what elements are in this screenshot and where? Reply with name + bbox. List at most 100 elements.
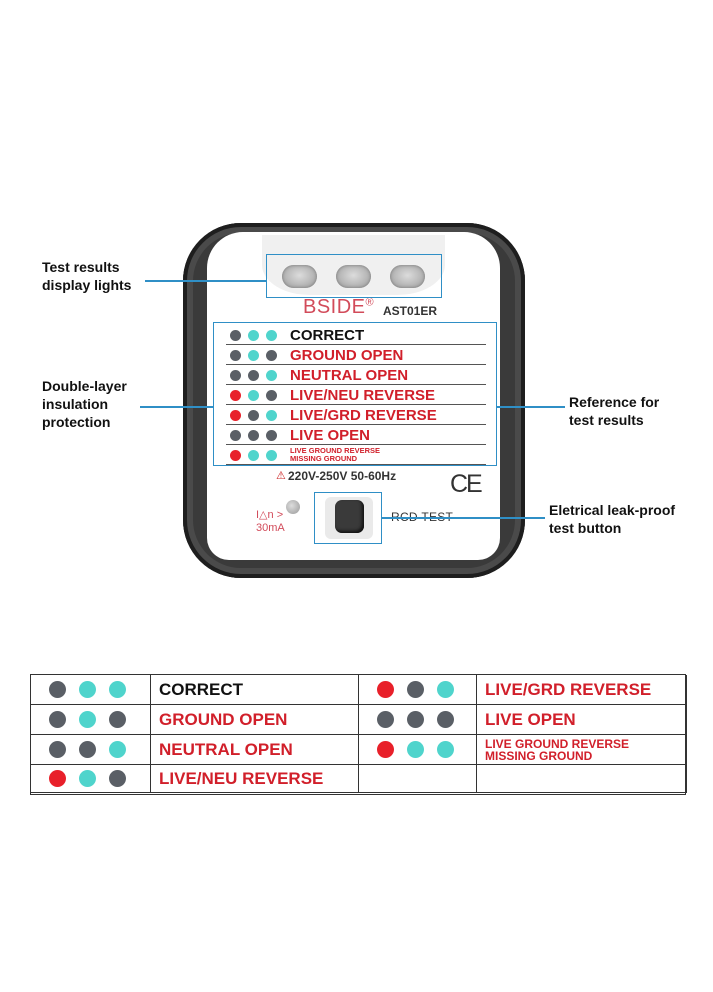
legend-label-cell: CORRECT [151, 675, 359, 705]
status-dot-red [230, 450, 241, 461]
device-row: LIVE GROUND REVERSE MISSING GROUND [226, 446, 486, 465]
callout-line-insulation [140, 406, 213, 408]
rcd-indicator-lamp [286, 500, 300, 514]
status-dot-gray [79, 741, 96, 758]
status-dot-cyan [248, 350, 259, 361]
callout-line-lights [145, 280, 266, 282]
indicator-lamp-2 [336, 265, 371, 288]
callout-box-test-button [314, 492, 382, 544]
rcd-test-button[interactable] [335, 500, 364, 533]
status-dot-gray [407, 681, 424, 698]
status-dot-cyan [266, 370, 277, 381]
legend-dots-cell [359, 705, 477, 735]
legend-label: LIVE/NEU REVERSE [159, 769, 324, 788]
legend-label: LIVE/GRD REVERSE [485, 680, 652, 699]
status-dot-cyan [248, 390, 259, 401]
callout-line-reference [497, 406, 565, 408]
legend-label: LIVE GROUND REVERSE MISSING GROUND [485, 737, 630, 763]
status-dot-gray [109, 770, 126, 787]
status-dot-gray [248, 410, 259, 421]
status-dot-cyan [437, 681, 454, 698]
status-dot-red [230, 390, 241, 401]
legend-dots-cell [359, 735, 477, 765]
legend-label-cell: LIVE/NEU REVERSE [151, 765, 359, 793]
device-row: LIVE/GRD REVERSE [226, 406, 486, 425]
callout-box-lights [266, 254, 442, 298]
device-row-label: GROUND OPEN [290, 347, 404, 364]
legend-dots-cell [359, 765, 477, 793]
legend-label: CORRECT [159, 680, 244, 699]
callout-test-button: Eletrical leak-proof test button [549, 502, 676, 536]
status-dot-gray [230, 350, 241, 361]
callout-display-lights: Test results display lights [42, 259, 132, 293]
legend-table: CORRECT GROUND OPEN NEUTRAL OPEN LIVE/NEU R… [30, 674, 687, 795]
legend-dots-cell [31, 765, 151, 793]
legend-label-cell [477, 765, 687, 793]
device-row: CORRECT [226, 326, 486, 345]
status-dot-cyan [109, 681, 126, 698]
voltage-rating: 220V-250V 50-60Hz [288, 469, 397, 483]
status-dot-cyan [79, 681, 96, 698]
warning-icon: ⚠ [276, 470, 286, 482]
callout-reference: Reference for test results [569, 394, 660, 428]
status-dot-gray [266, 390, 277, 401]
legend-label-cell: LIVE/GRD REVERSE [477, 675, 687, 705]
status-dot-cyan [79, 711, 96, 728]
device-row-label: LIVE/NEU REVERSE [290, 387, 436, 404]
legend-label-cell: LIVE OPEN [477, 705, 687, 735]
status-dot-gray [248, 370, 259, 381]
status-dot-gray [266, 430, 277, 441]
status-dot-cyan [266, 330, 277, 341]
device-row: LIVE OPEN [226, 426, 486, 445]
device-row-label: CORRECT [290, 327, 365, 344]
device-row-label: LIVE GROUND REVERSE MISSING GROUND [290, 446, 381, 463]
status-dot-gray [230, 330, 241, 341]
device-row: LIVE/NEU REVERSE [226, 386, 486, 405]
legend-dots-cell [31, 705, 151, 735]
status-dot-gray [230, 370, 241, 381]
status-dot-red [49, 770, 66, 787]
status-dot-cyan [437, 741, 454, 758]
status-dot-cyan [79, 770, 96, 787]
device-row: NEUTRAL OPEN [226, 366, 486, 385]
status-dot-red [230, 410, 241, 421]
status-dot-gray [109, 711, 126, 728]
rcd-rating-line1: I△n > [256, 509, 284, 521]
status-dot-cyan [248, 330, 259, 341]
indicator-lamp-1 [282, 265, 317, 288]
legend-label: LIVE OPEN [485, 710, 576, 729]
status-dot-gray [49, 711, 66, 728]
legend-dots-cell [359, 675, 477, 705]
status-dot-gray [230, 430, 241, 441]
callout-line-test-button [382, 517, 545, 519]
legend-label: NEUTRAL OPEN [159, 740, 293, 759]
device-row-label: LIVE/GRD REVERSE [290, 407, 437, 424]
rcd-rating-line2: 30mA [256, 522, 285, 534]
status-dot-gray [49, 681, 66, 698]
status-dot-cyan [266, 410, 277, 421]
status-dot-cyan [407, 741, 424, 758]
ce-mark: CE [450, 470, 483, 498]
device-row-label: NEUTRAL OPEN [290, 367, 409, 384]
status-dot-gray [377, 711, 394, 728]
status-dot-red [377, 741, 394, 758]
status-dot-gray [266, 350, 277, 361]
status-dot-gray [248, 430, 259, 441]
callout-box-reference [213, 322, 497, 466]
indicator-lamp-3 [390, 265, 425, 288]
status-dot-red [377, 681, 394, 698]
legend-dots-cell [31, 675, 151, 705]
callout-insulation: Double-layer insulation protection [42, 378, 127, 430]
rcd-rating: I△n > 30mA [256, 509, 285, 535]
legend-label-cell: GROUND OPEN [151, 705, 359, 735]
status-dot-cyan [266, 450, 277, 461]
model-number: AST01ER [383, 304, 438, 318]
status-dot-gray [437, 711, 454, 728]
status-dot-gray [407, 711, 424, 728]
status-dot-gray [49, 741, 66, 758]
brand-logo: BSIDE® [303, 296, 375, 318]
legend-label: GROUND OPEN [159, 710, 288, 729]
legend-label-cell: NEUTRAL OPEN [151, 735, 359, 765]
status-dot-cyan [248, 450, 259, 461]
device-row: GROUND OPEN [226, 346, 486, 365]
